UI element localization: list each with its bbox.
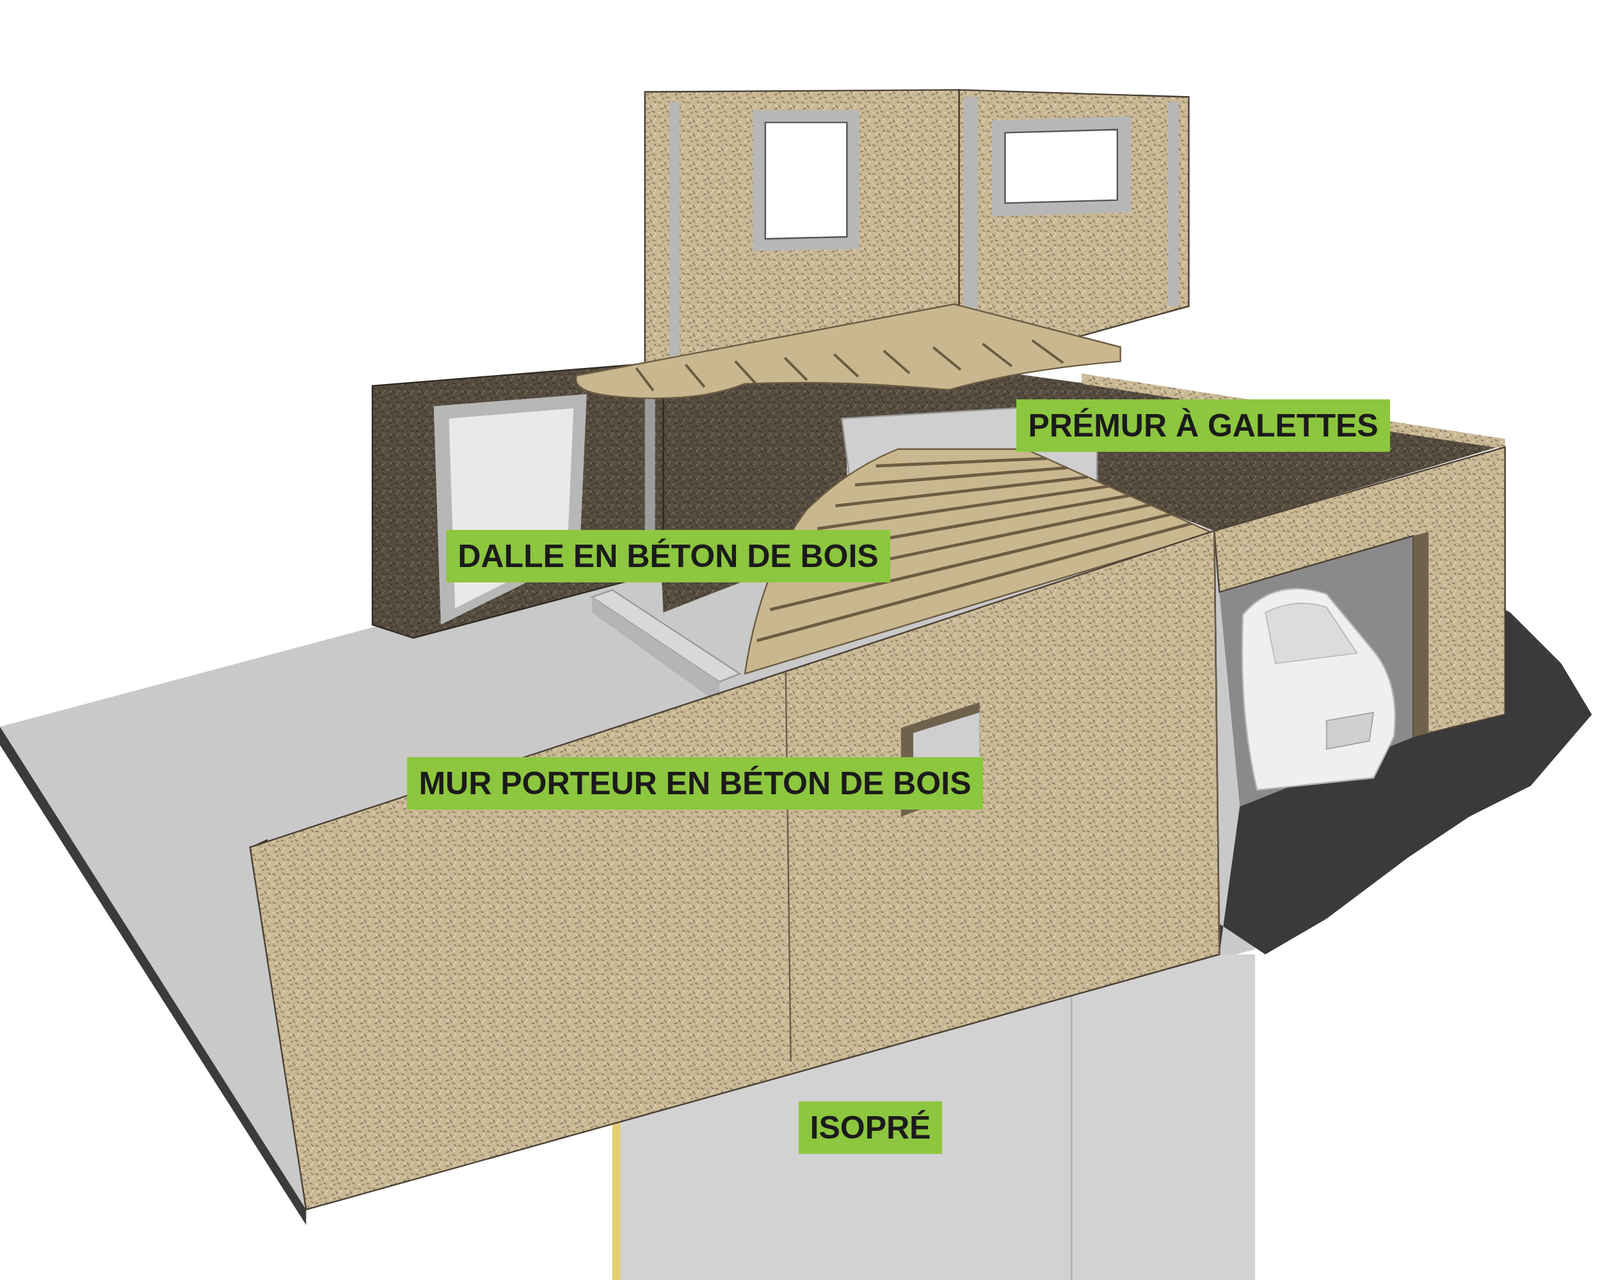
garage-wall — [1214, 447, 1505, 738]
car — [1242, 588, 1396, 791]
callout-box: ISOPRÉ — [798, 1101, 943, 1155]
window-frame — [992, 116, 1131, 217]
plank-joint — [883, 350, 910, 374]
plank-joint — [636, 368, 654, 391]
partition-wall — [592, 590, 740, 683]
floor-slab-upper — [576, 304, 1121, 399]
panel-joint — [785, 671, 792, 1062]
window — [765, 122, 848, 239]
plank-joint — [735, 360, 756, 384]
plank-joint — [685, 364, 704, 388]
plank-joint — [833, 353, 858, 377]
tie-post — [1168, 101, 1179, 306]
window — [1004, 129, 1117, 204]
garage-jamb — [1413, 531, 1429, 738]
load-bearing-wall — [250, 530, 1220, 1210]
plank-joint — [784, 357, 808, 381]
partition-wall — [592, 597, 720, 704]
panel-joint — [1214, 530, 1220, 955]
plank-joint — [835, 476, 1088, 506]
callout-box: MUR PORTEUR EN BÉTON DE BOIS — [407, 757, 983, 811]
plank-joint — [982, 343, 1012, 367]
callout-box: DALLE EN BÉTON DE BOIS — [446, 529, 890, 584]
tie-post — [669, 101, 680, 388]
slab-edge — [0, 727, 306, 1225]
foundation-joint — [1070, 995, 1073, 1280]
callout-text: DALLE EN BÉTON DE BOIS — [457, 536, 879, 577]
window-frame — [753, 110, 860, 251]
plank-joint — [1032, 340, 1064, 363]
insulation-strip — [612, 1117, 621, 1280]
callout-box: PRÉMUR À GALETTES — [1016, 399, 1390, 453]
plank-joint — [876, 458, 1047, 466]
callout-text: ISOPRÉ — [810, 1107, 932, 1149]
callout-text: PRÉMUR À GALETTES — [1027, 405, 1378, 447]
plank-joint — [933, 347, 961, 370]
car-windshield — [1265, 603, 1357, 664]
door-frame — [433, 394, 587, 625]
callout-text: MUR PORTEUR EN BÉTON DE BOIS — [418, 763, 971, 804]
car-grille — [1326, 712, 1374, 749]
